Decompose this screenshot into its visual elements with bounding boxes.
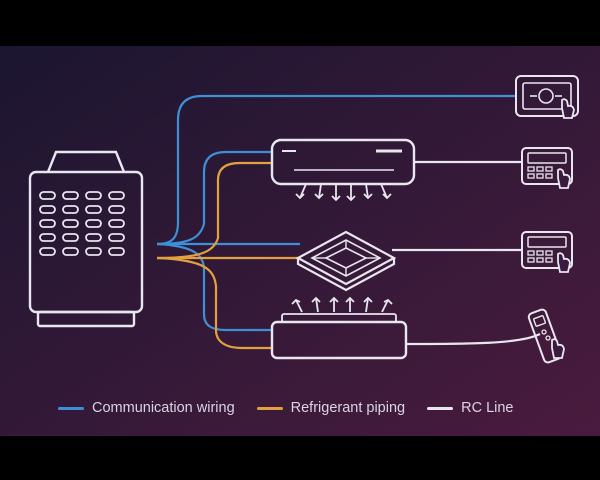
rc-lines bbox=[392, 160, 541, 346]
wired-remote-icon bbox=[521, 231, 573, 273]
comm-wire-central-controller bbox=[156, 94, 516, 246]
legend-swatch bbox=[256, 406, 283, 410]
refrigerant-pipe-ducted-unit bbox=[156, 256, 272, 350]
legend-item-refrigerant: Refrigerant piping bbox=[256, 400, 406, 416]
legend-swatch bbox=[427, 406, 454, 410]
refrigerant-piping bbox=[156, 161, 300, 350]
communication-wiring bbox=[156, 94, 516, 332]
comm-wire-wall-unit bbox=[156, 150, 272, 246]
legend-item-communication: Communication wiring bbox=[58, 400, 235, 416]
rc-line-ducted-unit bbox=[405, 333, 541, 346]
ceiling-cassette-unit-icon bbox=[295, 230, 397, 292]
wall-mounted-unit-icon bbox=[270, 138, 416, 202]
legend-item-rc-line: RC Line bbox=[427, 400, 514, 416]
outdoor-unit-icon bbox=[28, 150, 144, 328]
comm-wire-ducted-unit bbox=[156, 242, 272, 332]
ducted-unit-icon bbox=[270, 296, 408, 360]
wired-remote-icon bbox=[521, 147, 573, 189]
legend-label: RC Line bbox=[461, 400, 514, 416]
wireless-remote-icon bbox=[527, 308, 565, 364]
legend-swatch bbox=[58, 406, 84, 410]
central-controller-icon bbox=[515, 75, 579, 119]
refrigerant-pipe-wall-unit bbox=[156, 161, 272, 260]
legend: Communication wiring Refrigerant piping … bbox=[58, 396, 536, 420]
legend-label: Refrigerant piping bbox=[290, 400, 406, 416]
legend-label: Communication wiring bbox=[92, 400, 235, 416]
